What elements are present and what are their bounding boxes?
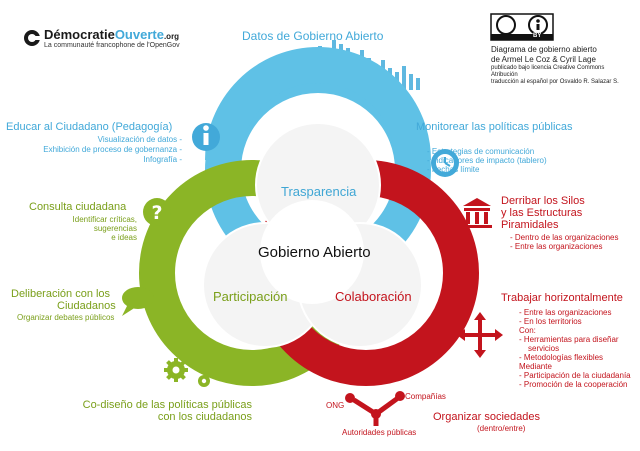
horizontal-title: Trabajar horizontalmente — [501, 292, 623, 304]
speech-bubble-icon — [122, 287, 154, 316]
deliberate-title-line1: Deliberación con los — [11, 288, 111, 300]
collaboration-label: Colaboración — [335, 289, 412, 304]
logo[interactable]: DémocratieOuverte.org — [44, 27, 180, 43]
monitor-title: Monitorear las políticas públicas — [416, 121, 573, 133]
svg-text:?: ? — [151, 202, 162, 224]
silos-item-1: - Dentro de las organizaciones — [510, 233, 619, 242]
societies-subtitle: (dentro/entre) — [477, 424, 526, 433]
horizontal-item-6: - Metodologías flexibles — [519, 353, 604, 362]
open-data-title: Datos de Gobierno Abierto — [242, 29, 384, 43]
horizontal-item-2: - En los territorios — [519, 317, 582, 326]
cc-badge-label: BY — [533, 33, 542, 39]
codesign-title-line1: Co-diseño de las políticas públicas — [82, 399, 252, 411]
consult-item-2: sugerencias — [93, 224, 137, 233]
horizontal-item-8: - Participación de la ciudadanía — [519, 371, 631, 380]
silos-title-line1: Derribar los Silos — [501, 195, 585, 207]
data-bar-decor — [409, 74, 413, 90]
societies-node-companies: Compañías — [405, 392, 446, 401]
deliberate-title-line2: Ciudadanos — [57, 300, 116, 312]
data-bar-decor — [402, 66, 406, 90]
question-icon: ? — [143, 198, 171, 226]
horizontal-item-9: - Promoción de la cooperación — [519, 380, 628, 389]
license-line-2: de Armel Le Coz & Cyril Lage — [491, 55, 596, 64]
consult-item-1: Identificar críticas, — [72, 215, 137, 224]
license-line-3: publicado bajo licencia Creative Commons — [491, 65, 605, 71]
societies-node-ong: ONG — [326, 401, 345, 410]
data-bar-decor — [416, 78, 420, 90]
gears-icon — [164, 358, 210, 387]
educate-item-1: Visualización de datos - — [97, 135, 182, 144]
societies-node-authorities: Autoridades públicas — [342, 428, 417, 437]
societies-network-icon — [345, 391, 405, 426]
license-line-1: Diagrama de gobierno abierto — [491, 45, 597, 54]
participation-label: Participación — [213, 289, 288, 304]
educate-item-3: Infografía - — [143, 155, 182, 164]
monitor-item-3: - Fechas límite — [427, 165, 480, 174]
educate-item-2: Exhibición de proceso de gobernanza - — [43, 145, 182, 154]
silos-title-line2: y las Estructuras — [501, 207, 583, 219]
consult-item-3: e ideas — [111, 233, 137, 242]
center-title: Gobierno Abierto — [258, 244, 371, 261]
logo-name-part1: Démocratie — [44, 27, 115, 42]
four-way-arrows-icon — [457, 312, 503, 358]
transparency-label: Trasparencia — [281, 184, 357, 199]
horizontal-item-4: - Herramientas para diseñar — [519, 335, 619, 344]
horizontal-item-5: servicios — [528, 344, 560, 353]
logo-tagline: La communauté francophone de l'OpenGov — [44, 42, 180, 49]
horizontal-item-3: Con: — [519, 326, 536, 335]
educate-title: Educar al Ciudadano (Pedagogía) — [6, 121, 173, 133]
institution-icon — [462, 198, 492, 228]
cc-icon — [496, 15, 516, 35]
logo-mark-icon — [24, 30, 41, 46]
horizontal-item-7: Mediante — [519, 362, 552, 371]
deliberate-item-1: Organizar debates públicos — [17, 313, 115, 322]
venn-petals — [202, 122, 423, 348]
logo-name-part2: Ouverte — [114, 27, 164, 42]
license-line-5: traducción al español por Osvaldo R. Sal… — [491, 79, 619, 85]
silos-title-line3: Piramidales — [501, 219, 559, 231]
logo-name-part3: .org — [163, 32, 180, 41]
horizontal-item-1: - Entre las organizaciones — [519, 308, 612, 317]
cc-license-badge — [490, 13, 554, 41]
monitor-item-1: - Estrategias de comunicación — [427, 147, 535, 156]
monitor-clock-icon — [431, 149, 459, 177]
info-icon — [192, 123, 220, 151]
monitor-item-2: - Indicadores de impacto (tablero) — [427, 156, 547, 165]
silos-item-2: - Entre las organizaciones — [510, 242, 603, 251]
license-line-4: Atribución — [491, 72, 518, 78]
consult-title: Consulta ciudadana — [29, 201, 127, 213]
codesign-title-line2: con los ciudadanos — [157, 411, 252, 423]
societies-title: Organizar sociedades — [433, 411, 541, 423]
